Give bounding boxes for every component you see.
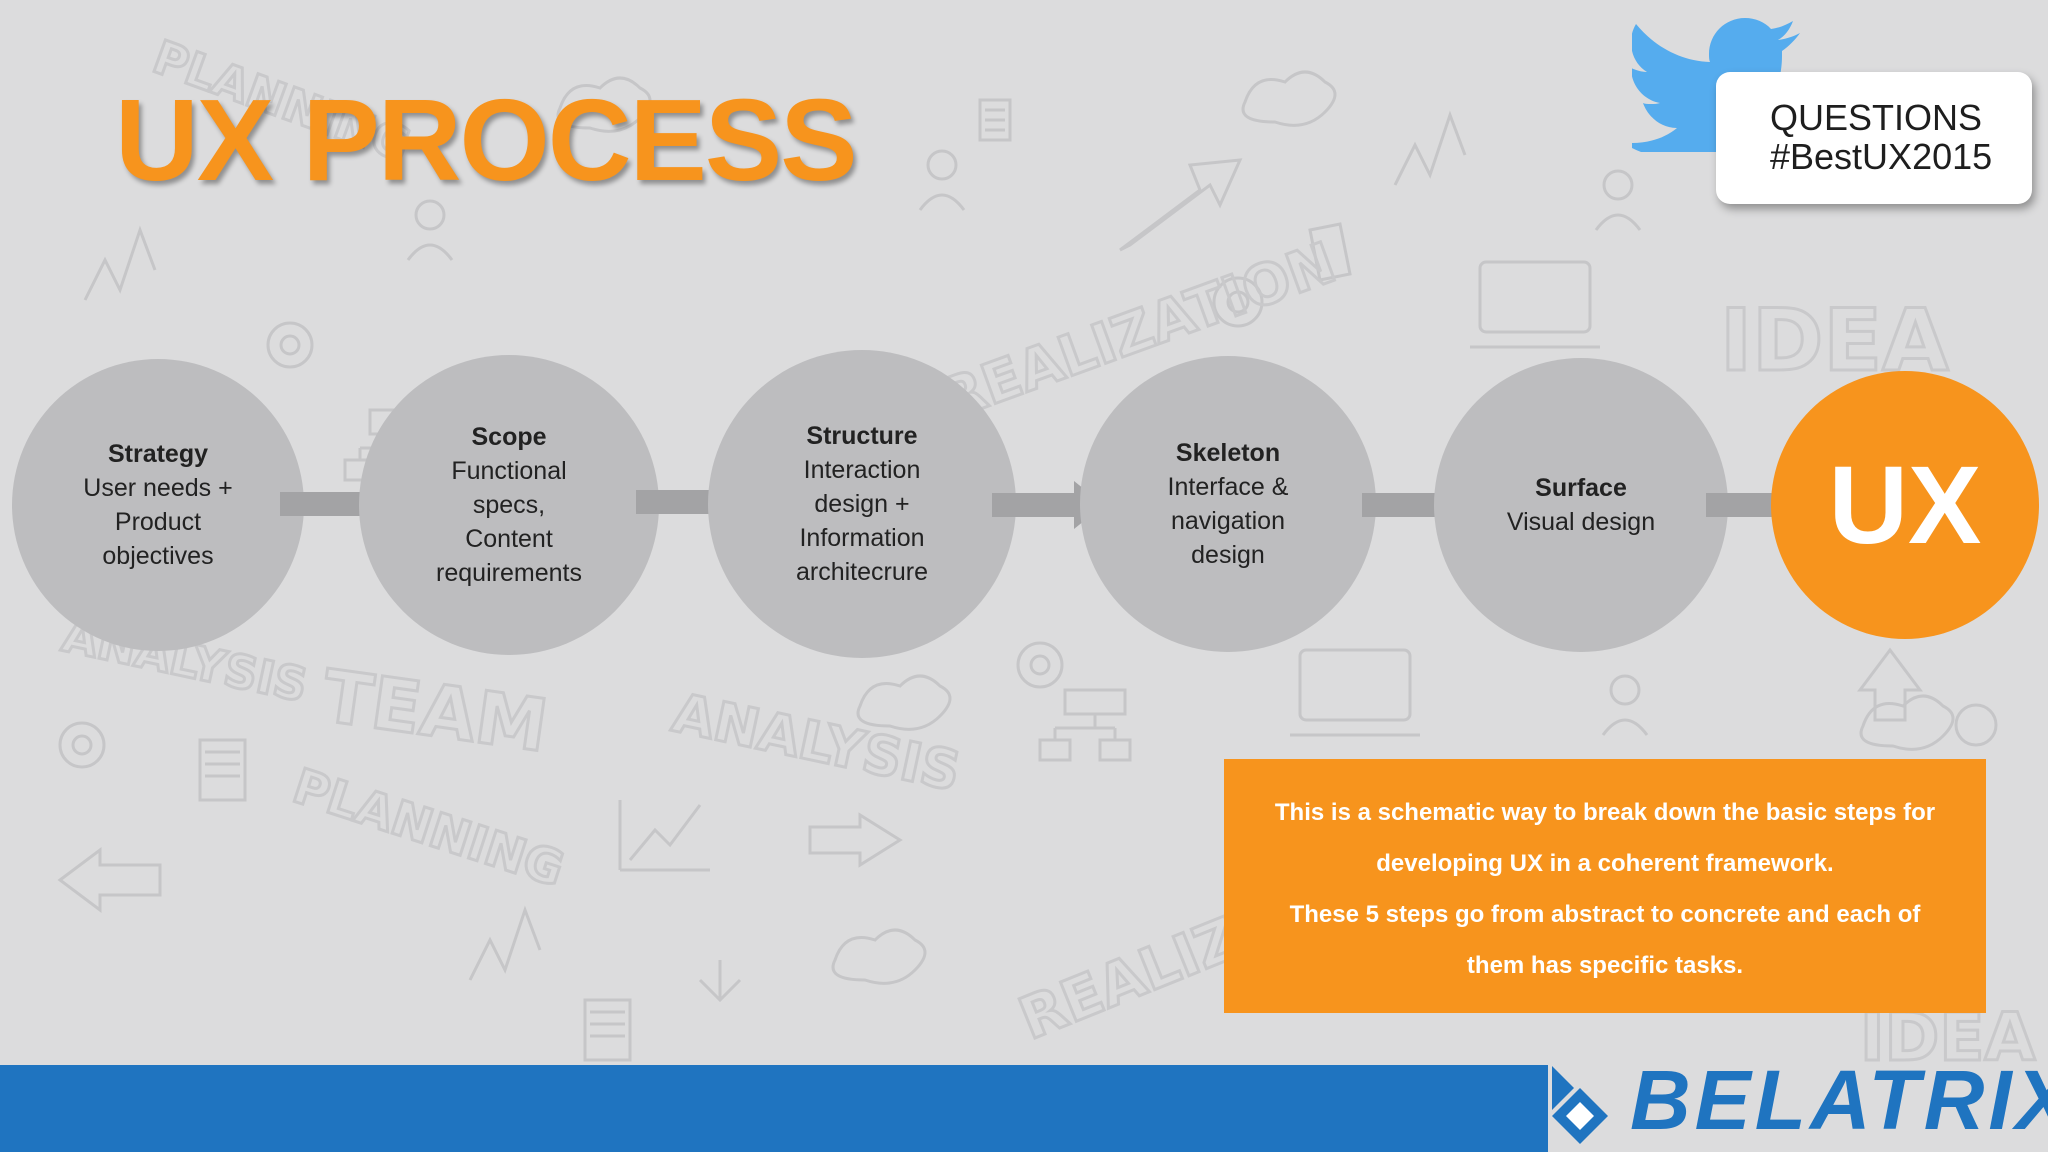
ux-result-label: UX	[1828, 443, 1982, 567]
step-title: Strategy	[107, 440, 209, 468]
info-line: them has specific tasks.	[1466, 952, 1744, 979]
belatrix-diamond-icon	[1552, 1066, 1608, 1144]
step-scope: Scope Functional specs, Content requirem…	[359, 355, 659, 655]
info-line: These 5 steps go from abstract to concre…	[1289, 901, 1921, 928]
belatrix-logo-text: BELATRIX	[1630, 1053, 2048, 1147]
step-description: Functional specs, Content requirements	[436, 457, 582, 587]
questions-hashtag-label: QUESTIONS #BestUX2015	[1770, 97, 1993, 177]
svg-text:TEAM: TEAM	[318, 654, 553, 769]
page-title: UX PROCESS	[115, 75, 858, 205]
step-description: Interaction design + Information archite…	[796, 456, 928, 586]
step-surface: Surface Visual design	[1434, 358, 1728, 652]
ux-result-circle: UX	[1771, 371, 2039, 639]
step-description: User needs + Product objectives	[83, 474, 233, 570]
info-line: This is a schematic way to break down th…	[1274, 799, 1936, 826]
info-box: This is a schematic way to break down th…	[1224, 759, 1986, 1013]
step-skeleton: Skeleton Interface & navigation design	[1080, 356, 1376, 652]
svg-text:ANALYSIS: ANALYSIS	[667, 681, 965, 803]
step-strategy: Strategy User needs + Product objectives	[12, 359, 304, 651]
step-title: Skeleton	[1175, 439, 1281, 467]
step-title: Surface	[1535, 474, 1627, 502]
questions-hashtag-box: QUESTIONS #BestUX2015	[1716, 72, 2032, 204]
info-line: developing UX in a coherent framework.	[1376, 850, 1834, 877]
arrow-right-icon	[992, 481, 1104, 529]
svg-text:PLANNING: PLANNING	[286, 758, 570, 898]
step-structure: Structure Interaction design + Informati…	[708, 350, 1016, 658]
footer-bar	[0, 1065, 1548, 1152]
step-description: Visual design	[1506, 508, 1656, 536]
step-title: Scope	[471, 423, 547, 451]
step-description: Interface & navigation design	[1167, 473, 1289, 569]
step-title: Structure	[806, 422, 918, 450]
